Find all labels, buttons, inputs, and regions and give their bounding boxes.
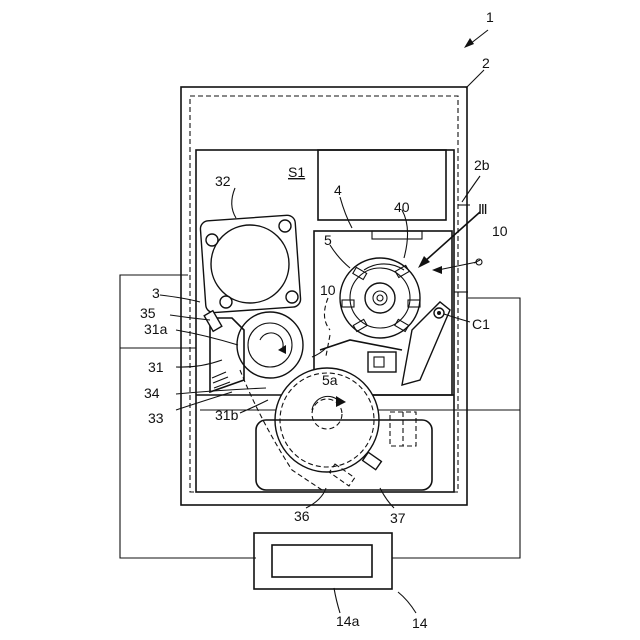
hatch-33 — [212, 372, 226, 378]
label-40: 40 — [394, 199, 410, 215]
label-2b: 2b — [474, 157, 490, 173]
label-III: Ⅲ — [478, 201, 488, 217]
label-37: 37 — [390, 510, 406, 526]
bolt-32-bl — [220, 296, 232, 308]
label-4: 4 — [334, 182, 342, 198]
label-5: 5 — [324, 232, 332, 248]
label-32: 32 — [215, 173, 231, 189]
label-2: 2 — [482, 55, 490, 71]
arrow-1-head — [464, 38, 474, 48]
head-block — [368, 352, 396, 372]
lead-10-lower — [324, 298, 330, 330]
lead-10-right-head — [432, 266, 442, 274]
roller-31a — [237, 312, 303, 378]
label-31: 31 — [148, 359, 164, 375]
enclosure-top-tab — [372, 231, 422, 239]
label-5a: 5a — [322, 372, 338, 388]
bolt-32-tl — [206, 234, 218, 246]
bolt-32-tr — [279, 220, 291, 232]
label-31b: 31b — [215, 407, 239, 423]
bolt-32-br — [286, 291, 298, 303]
label-3: 3 — [152, 285, 160, 301]
ribbon-line — [320, 340, 402, 350]
label-10-right: 10 — [492, 223, 508, 239]
label-S1: S1 — [288, 164, 305, 180]
label-10-left: 10 — [320, 282, 336, 298]
pivot-C1-dot — [437, 311, 441, 315]
label-C1: C1 — [472, 316, 490, 332]
label-33: 33 — [148, 410, 164, 426]
display-14a — [272, 545, 372, 577]
hatch-33b — [213, 377, 228, 383]
roll-32 — [211, 225, 289, 303]
lever-35 — [204, 311, 222, 332]
label-36: 36 — [294, 508, 310, 524]
ribbon-line-2 — [326, 335, 330, 356]
ribbon-drum-5-inner — [365, 283, 395, 313]
label-34: 34 — [144, 385, 160, 401]
label-1: 1 — [486, 9, 494, 25]
label-14: 14 — [412, 615, 428, 631]
label-14a: 14a — [336, 613, 360, 629]
label-31a: 31a — [144, 321, 168, 337]
label-35: 35 — [140, 305, 156, 321]
